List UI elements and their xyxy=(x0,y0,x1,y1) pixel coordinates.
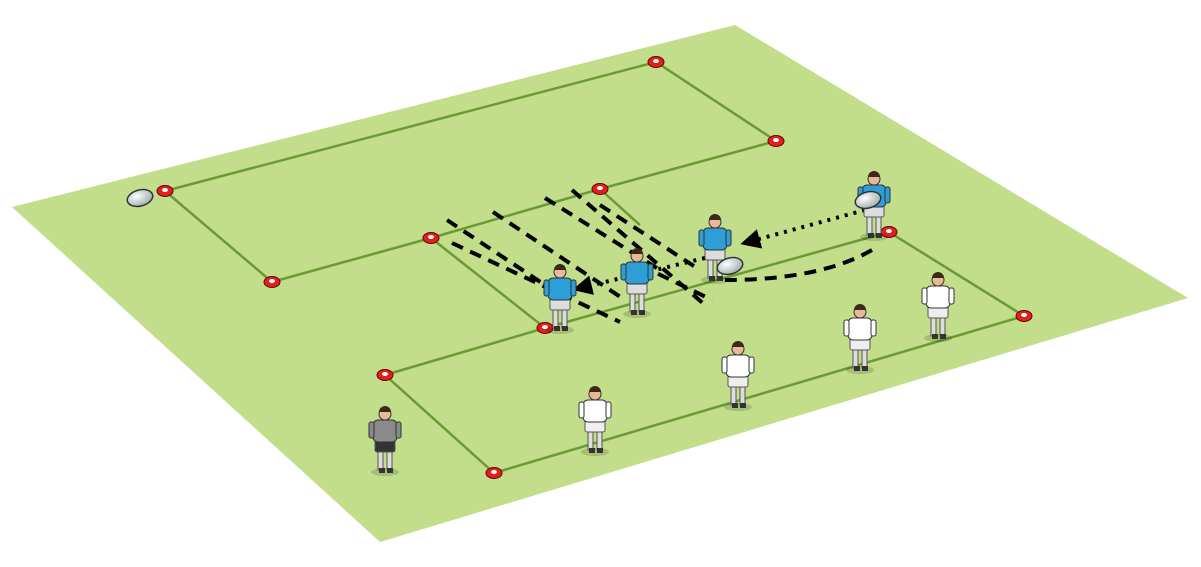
cone xyxy=(156,185,174,197)
cone xyxy=(1015,310,1033,322)
cone xyxy=(767,135,785,147)
run-lines xyxy=(445,188,713,324)
cones xyxy=(156,56,1033,479)
pass-arrow-dashed xyxy=(724,248,873,282)
attacker-player xyxy=(543,264,577,334)
defender-player xyxy=(578,386,612,456)
cone xyxy=(591,183,609,195)
cone xyxy=(263,276,281,288)
rugby-ball-icon xyxy=(854,190,882,210)
coach xyxy=(368,406,402,476)
pass-arrow-dotted xyxy=(740,208,866,249)
rugby-ball-icon xyxy=(126,188,154,208)
cone xyxy=(485,467,503,479)
rugby-ball-icon xyxy=(716,256,744,276)
defender-player xyxy=(721,341,755,411)
defender-player xyxy=(921,272,955,342)
cone xyxy=(647,56,665,68)
balls xyxy=(126,188,882,276)
cone xyxy=(422,232,440,244)
defender-player xyxy=(843,304,877,374)
cone xyxy=(376,369,394,381)
attacker-player xyxy=(620,248,654,318)
